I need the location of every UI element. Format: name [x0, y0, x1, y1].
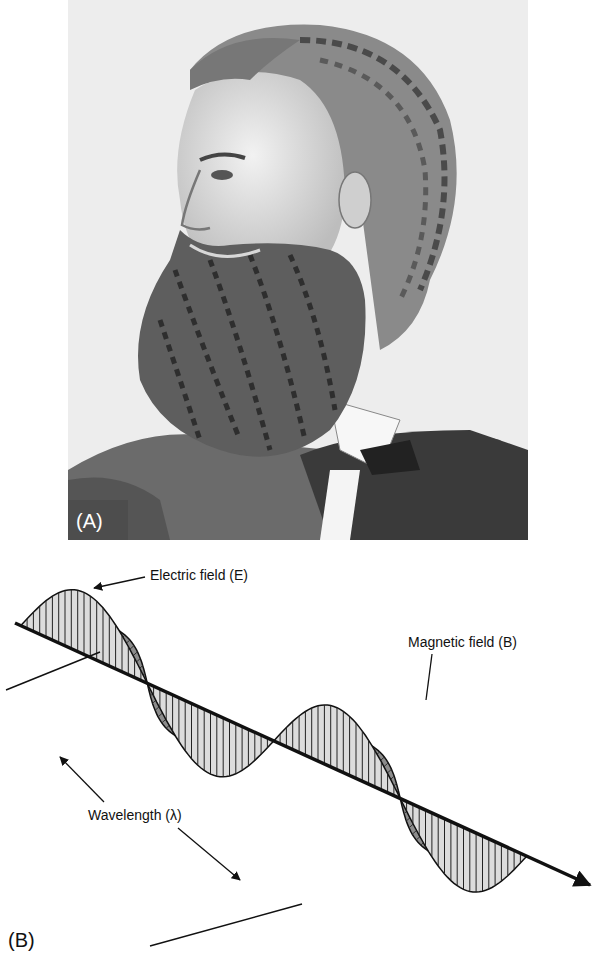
hatch-line: [507, 848, 508, 876]
hatch-line: [337, 708, 338, 770]
hatch-line: [457, 825, 458, 886]
field-label: Electric field (E): [150, 567, 248, 584]
hatch-line: [191, 703, 192, 758]
hatch-line: [58, 593, 59, 643]
field-label: Magnetic field (B): [408, 634, 517, 651]
hatch-line: [425, 810, 426, 846]
hatch-line: [197, 706, 198, 765]
hatch-line: [96, 601, 97, 660]
wavelength-marker: [6, 652, 100, 690]
hatch-line: [115, 625, 116, 669]
hatch-line: [172, 695, 173, 731]
hatch-line: [159, 689, 160, 708]
hatch-line: [248, 729, 249, 765]
hatch-line: [261, 735, 262, 754]
hatch-line: [299, 716, 300, 752]
hatch-line: [185, 701, 186, 751]
hatch-line: [305, 712, 306, 756]
hatch-line: [495, 842, 496, 886]
leader-arrow: [60, 757, 104, 802]
hatch-line: [242, 727, 243, 771]
hatch-line: [65, 591, 66, 646]
hatch-line: [286, 728, 287, 747]
propagation-axis: [15, 623, 590, 885]
portrait: [68, 0, 528, 540]
hatch-line: [229, 721, 230, 776]
hatch-line: [438, 816, 439, 866]
hatch-line: [46, 601, 47, 637]
hatch-line: [501, 845, 502, 881]
hatch-line: [134, 658, 135, 677]
hatch-line: [349, 717, 350, 776]
leader-arrow: [94, 577, 145, 588]
hatch-line: [431, 813, 432, 857]
hatch-line: [311, 708, 312, 758]
hatch-line: [488, 839, 489, 889]
hatch-line: [514, 850, 515, 869]
hatch-line: [210, 712, 211, 774]
panel-label: (A): [76, 509, 103, 533]
hatch-line: [324, 705, 325, 764]
panel-label: (B): [8, 928, 35, 952]
hatch-line: [178, 698, 179, 742]
hatch-line: [52, 596, 53, 640]
wavelength-marker: [150, 904, 302, 946]
hatch-line: [223, 718, 224, 777]
hatch-line: [444, 819, 445, 874]
hatch-line: [77, 590, 78, 651]
hatch-line: [356, 723, 357, 778]
hatch-line: [381, 762, 382, 790]
hatch-line: [254, 732, 255, 760]
hatch-line: [419, 807, 420, 835]
hatch-line: [166, 692, 167, 720]
hatch-line: [450, 822, 451, 881]
leader-arrow: [178, 828, 240, 880]
hatch-line: [90, 596, 91, 657]
hatch-line: [463, 827, 464, 889]
hatch-line: [330, 706, 331, 767]
hatch-line: [33, 612, 34, 631]
hatch-line: [122, 635, 123, 671]
hatch-line: [39, 606, 40, 634]
hatch-line: [374, 751, 375, 787]
hatch-line: [292, 721, 293, 749]
hatch-line: [412, 804, 413, 823]
hatch-line: [103, 608, 104, 663]
leader-line: [426, 654, 432, 700]
hatch-line: [343, 711, 344, 772]
hatch-line: [469, 830, 470, 891]
hatch-line: [109, 616, 110, 666]
hatch-line: [318, 706, 319, 761]
hatch-line: [84, 592, 85, 654]
hatch-line: [71, 590, 72, 649]
hatch-line: [368, 740, 369, 784]
hatch-line: [235, 724, 236, 774]
hatch-line: [482, 836, 483, 891]
hatch-line: [204, 709, 205, 770]
hatch-line: [362, 731, 363, 781]
hatch-line: [128, 647, 129, 675]
hatch-line: [216, 715, 217, 776]
hatch-line: [387, 774, 388, 793]
wavelength-label: Wavelength (λ): [88, 807, 182, 824]
hatch-line: [476, 833, 477, 892]
